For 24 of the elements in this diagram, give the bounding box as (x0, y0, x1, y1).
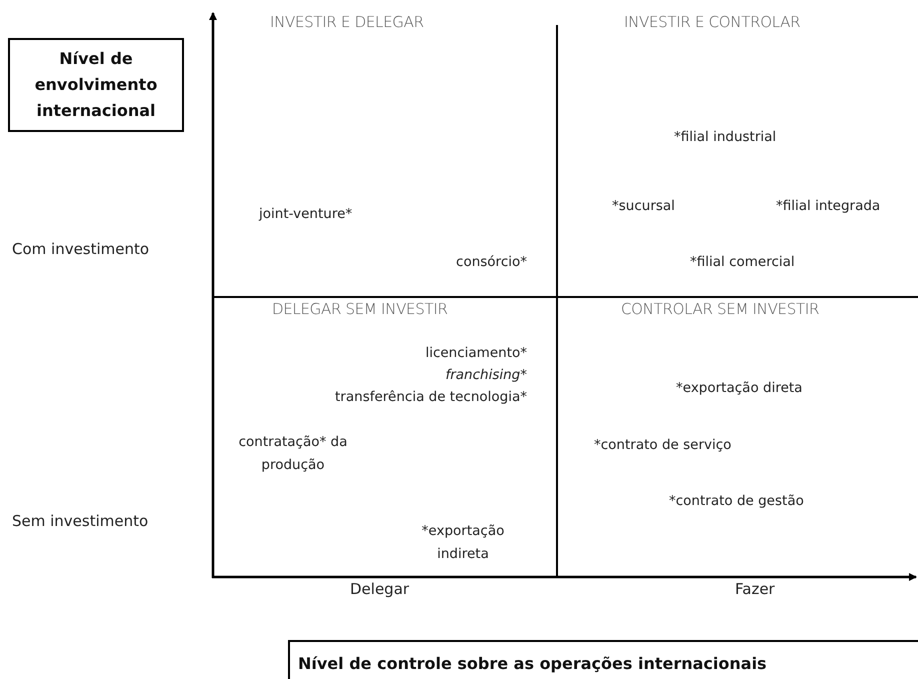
axis-category-label: Delegar (350, 579, 410, 600)
axis-level-label: Sem investimento (12, 511, 148, 532)
strategy-label: joint-venture* (259, 205, 352, 224)
quadrant-heading: INVESTIR E CONTROLAR (624, 12, 800, 33)
strategy-label: *exportação direta (676, 379, 802, 398)
strategy-label: *sucursal (612, 197, 675, 216)
strategy-label: *filial integrada (776, 197, 880, 216)
strategy-label: franchising* (445, 366, 527, 385)
strategy-label: *filial industrial (674, 128, 776, 147)
strategy-label: transferência de tecnologia* (335, 388, 527, 407)
strategy-label: consórcio* (456, 253, 527, 272)
strategy-label: *contrato de gestão (669, 492, 804, 511)
quadrant-heading: CONTROLAR SEM INVESTIR (621, 299, 820, 320)
axis-category-label: Fazer (735, 579, 775, 600)
strategy-label: contratação* da produção (238, 433, 348, 475)
axis-title-box: Nível de envolvimento internacional (8, 38, 184, 132)
quadrant-heading: DELEGAR SEM INVESTIR (272, 299, 448, 320)
strategy-label: licenciamento* (425, 344, 527, 363)
quadrant-heading: INVESTIR E DELEGAR (270, 12, 424, 33)
axis-level-label: Com investimento (12, 239, 150, 260)
strategy-label: *filial comercial (690, 253, 795, 272)
axis-title-box: Nível de controle sobre as operações internacionais (288, 640, 918, 679)
strategy-label: *contrato de serviço (594, 436, 732, 455)
strategy-label: *exportação indireta (420, 522, 506, 564)
